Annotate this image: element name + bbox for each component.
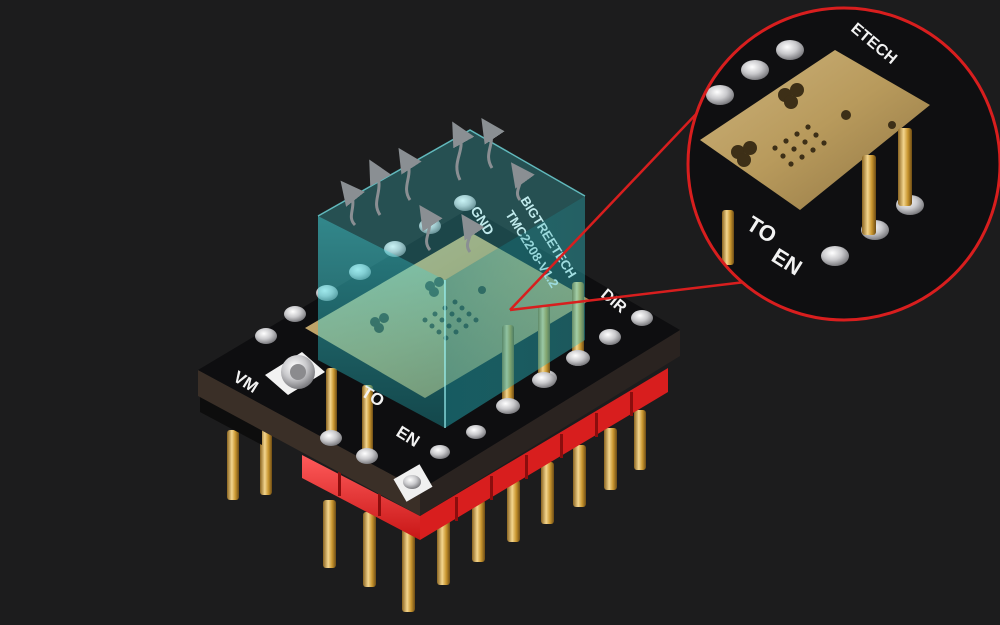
zoom-callout-lines (509, 109, 763, 312)
pcb-edge-right (420, 330, 680, 516)
potentiometer (265, 352, 325, 395)
red-pin-header (302, 368, 668, 540)
pcb-edge-left (198, 370, 420, 516)
zoom-inset-border (686, 6, 1000, 322)
heat-flow-arrows (340, 118, 535, 253)
zoom-inset: TO EN ETECH (686, 6, 1000, 322)
bottom-pins (227, 410, 646, 612)
